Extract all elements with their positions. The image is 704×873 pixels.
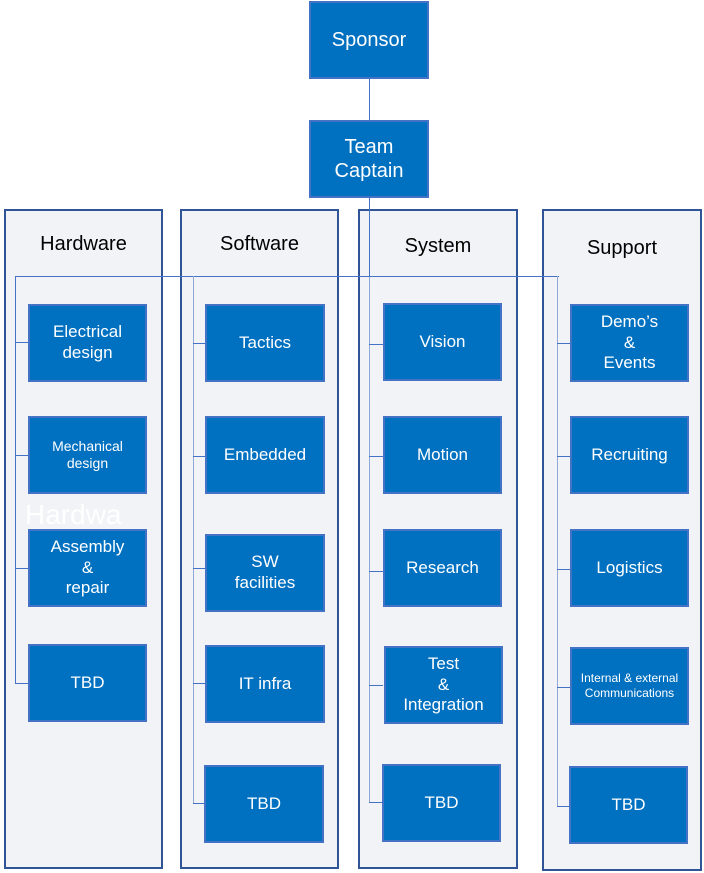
connector-support-spine bbox=[557, 276, 558, 806]
connector-software-branch bbox=[193, 343, 206, 344]
connector-system-branch bbox=[369, 685, 383, 686]
node-hardware-tbd[interactable]: TBD bbox=[28, 644, 147, 722]
connector-support-branch bbox=[557, 687, 571, 688]
connector-hardware-branch bbox=[15, 683, 29, 684]
connector-sponsor-captain bbox=[369, 78, 370, 121]
connector-support-branch bbox=[557, 569, 571, 570]
connector-software-branch bbox=[193, 456, 206, 457]
sponsor-node[interactable]: Sponsor bbox=[309, 1, 429, 79]
node-vision[interactable]: Vision bbox=[383, 303, 502, 381]
connector-software-branch bbox=[193, 568, 206, 569]
node-test-integration[interactable]: Test & Integration bbox=[384, 646, 503, 724]
connector-captain-down bbox=[369, 197, 370, 277]
connector-hardware-branch bbox=[15, 568, 29, 569]
node-system-tbd[interactable]: TBD bbox=[382, 764, 501, 842]
connector-system-branch bbox=[369, 571, 383, 572]
column-title-system: System bbox=[404, 235, 472, 257]
node-logistics[interactable]: Logistics bbox=[570, 529, 689, 607]
node-research[interactable]: Research bbox=[383, 529, 502, 607]
connector-system-branch bbox=[369, 344, 383, 345]
node-internal-external-communications[interactable]: Internal & external Communications bbox=[570, 647, 689, 725]
node-recruiting[interactable]: Recruiting bbox=[570, 416, 689, 494]
column-title-software: Software bbox=[220, 233, 299, 255]
connector-system-branch bbox=[369, 456, 383, 457]
node-embedded[interactable]: Embedded bbox=[205, 416, 325, 494]
column-title-support: Support bbox=[586, 237, 658, 259]
connector-support-branch bbox=[557, 456, 571, 457]
connector-hardware-spine bbox=[15, 276, 16, 684]
connector-hardware-branch bbox=[15, 455, 29, 456]
connector-software-branch bbox=[193, 683, 206, 684]
node-sw-facilities[interactable]: SW facilities bbox=[205, 534, 325, 612]
node-it-infra[interactable]: IT infra bbox=[205, 645, 325, 723]
connector-support-branch bbox=[557, 806, 571, 807]
node-electrical-design[interactable]: Electrical design bbox=[28, 304, 147, 382]
connector-system-branch bbox=[369, 802, 383, 803]
connector-software-spine bbox=[193, 276, 194, 804]
connector-system-spine bbox=[369, 277, 370, 803]
node-assembly-repair[interactable]: Assembly & repair bbox=[28, 529, 147, 607]
node-mechanical-design[interactable]: Mechanical design bbox=[28, 416, 147, 494]
connector-horizontal-bus bbox=[15, 276, 559, 277]
node-demos-events[interactable]: Demo’s & Events bbox=[570, 304, 689, 382]
connector-support-branch bbox=[557, 343, 571, 344]
node-tactics[interactable]: Tactics bbox=[205, 304, 325, 382]
team-captain-node[interactable]: Team Captain bbox=[309, 120, 429, 198]
connector-hardware-branch bbox=[15, 342, 29, 343]
column-title-hardware: Hardware bbox=[40, 233, 127, 255]
node-software-tbd[interactable]: TBD bbox=[204, 765, 324, 843]
node-support-tbd[interactable]: TBD bbox=[569, 766, 688, 844]
node-motion[interactable]: Motion bbox=[383, 416, 502, 494]
connector-software-branch bbox=[193, 803, 206, 804]
